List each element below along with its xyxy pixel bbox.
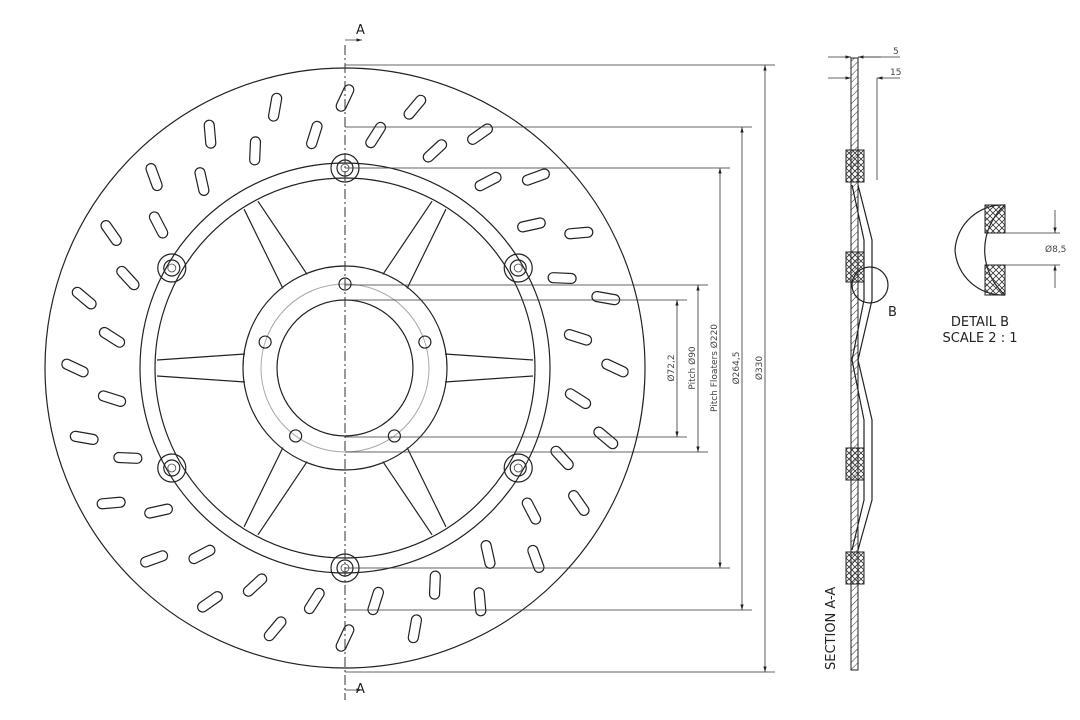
vent-slot	[97, 390, 127, 407]
dim-bobbin-bore: Ø8,5	[1045, 244, 1066, 255]
vent-slot	[422, 139, 448, 163]
dimension-lines: Ø330 Ø264,5 Pitch Floaters Ø220 Pitch Ø9…	[345, 64, 775, 673]
vent-slot	[145, 163, 163, 192]
vent-slot	[335, 84, 355, 112]
vent-slot	[593, 426, 619, 450]
vent-slot	[474, 171, 502, 192]
vent-slot	[242, 573, 268, 597]
dim-diameter-264-5: Ø264,5	[731, 352, 742, 385]
vent-slot	[517, 217, 546, 233]
vent-slot	[480, 540, 496, 569]
vent-slot	[116, 265, 140, 291]
dim-diameter-330: Ø330	[754, 356, 765, 381]
detail-marker: B	[888, 305, 897, 320]
vent-slot	[527, 544, 545, 573]
vent-slot	[144, 503, 173, 519]
vent-slot	[203, 119, 217, 149]
ventilation-slots	[61, 84, 629, 652]
floater-bore	[167, 463, 177, 473]
floater-bore	[513, 263, 523, 273]
vent-slot	[263, 616, 287, 642]
vent-slot	[428, 570, 441, 600]
vent-slot	[550, 445, 574, 471]
spoke	[156, 353, 246, 383]
vent-slot	[335, 624, 355, 652]
dim-thickness-5: 5	[893, 47, 899, 57]
vent-slot	[303, 587, 325, 615]
vent-slot	[148, 211, 169, 239]
section-marker-top: A	[356, 23, 365, 38]
floater-inner	[163, 459, 181, 477]
detail-b-view: Ø8,5 DETAIL B SCALE 2 : 1	[943, 204, 1066, 346]
bolt-hole	[387, 429, 401, 443]
vent-slot	[188, 544, 216, 565]
disc-front-view: A A	[44, 23, 646, 700]
vent-slot	[140, 550, 169, 568]
floater-inner	[509, 259, 527, 277]
vent-slot	[306, 120, 323, 150]
vent-slot	[563, 329, 593, 346]
vent-slot	[521, 168, 550, 186]
vent-slot	[568, 490, 590, 516]
vent-slot	[71, 286, 97, 310]
floater-outer	[157, 253, 187, 283]
spoke	[243, 200, 308, 289]
vent-slot	[564, 226, 594, 240]
dim-thickness-15: 15	[890, 68, 901, 78]
vent-slot	[69, 430, 99, 446]
bolt-hole	[289, 429, 303, 443]
spoke	[444, 353, 534, 383]
vent-slot	[365, 121, 387, 149]
vent-slot	[113, 451, 143, 464]
floater-bore	[513, 463, 523, 473]
detail-scale: SCALE 2 : 1	[943, 331, 1018, 346]
carrier-spokes	[156, 200, 534, 536]
vent-slot	[521, 497, 542, 525]
vent-slot	[249, 136, 262, 166]
vent-slot	[98, 326, 126, 348]
section-marker-bottom: A	[356, 682, 365, 697]
floater-inner	[163, 259, 181, 277]
spoke	[382, 200, 447, 289]
vent-slot	[267, 92, 283, 122]
vent-slot	[367, 586, 384, 616]
vent-slot	[407, 614, 423, 644]
detail-b-circle	[851, 266, 889, 304]
vent-slot	[564, 388, 592, 410]
section-label: SECTION A-A	[824, 587, 839, 670]
carrier-outer-ring	[139, 162, 551, 574]
vent-slot	[61, 358, 89, 378]
vent-slot	[601, 358, 629, 378]
dim-diameter-72-2: Ø72,2	[666, 354, 677, 381]
floater-inner	[509, 459, 527, 477]
section-view-a-a: B 5 15 SECTION A-A	[824, 47, 901, 671]
floater-outer	[503, 453, 533, 483]
vent-slot	[591, 290, 621, 306]
dim-pitch-90: Pitch Ø90	[687, 346, 698, 390]
vent-slot	[473, 587, 487, 617]
bolt-hole	[338, 277, 352, 291]
floater-outer	[503, 253, 533, 283]
bolt-hole	[418, 335, 432, 349]
vent-slot	[467, 123, 493, 145]
hub-bolt-holes	[258, 277, 432, 443]
hub-outer	[242, 265, 448, 471]
spoke	[243, 447, 308, 536]
dim-pitch-floaters: Pitch Floaters Ø220	[709, 324, 720, 412]
floater-bore	[167, 263, 177, 273]
vent-slot	[197, 591, 223, 613]
vent-slot	[403, 94, 427, 120]
bolt-hole	[258, 335, 272, 349]
vent-slot	[547, 272, 577, 285]
floater-outer	[157, 453, 187, 483]
spoke	[382, 447, 447, 536]
vent-slot	[194, 167, 210, 196]
detail-title: DETAIL B	[951, 315, 1009, 330]
vent-slot	[100, 220, 122, 246]
vent-slot	[96, 496, 126, 510]
